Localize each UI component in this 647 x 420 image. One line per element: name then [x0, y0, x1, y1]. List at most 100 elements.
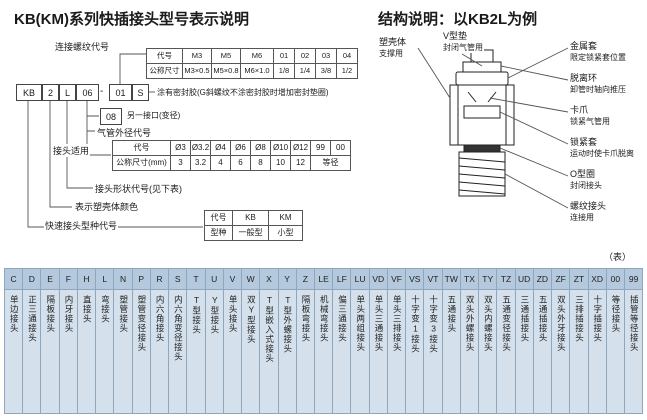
shape-code: VF [387, 269, 406, 290]
shape-body-cell: Y型接头 [205, 290, 223, 413]
shape-code: UD [515, 269, 533, 290]
shape-code: LF [333, 269, 351, 290]
part-label: O型圈 封闭接头 [570, 168, 646, 191]
shape-body-cell: 偏三通接头 [333, 290, 351, 413]
shape-body-cell: 直接头 [77, 290, 96, 413]
shape-body-cell: 三排插接头 [570, 290, 588, 413]
shape-name: 双头外螺接头 [465, 295, 476, 352]
thread-size-cell: M5×0.8 [212, 64, 241, 79]
thread-size-cell: M3×0.5 [183, 64, 212, 79]
shape-name: 隔板接头 [45, 295, 56, 333]
annotation-tube-od: 气管外径代号 [96, 126, 153, 139]
shape-name: 十字插接头 [592, 295, 603, 343]
left-section-title: KB(KM)系列快插接头型号表示说明 [14, 11, 249, 28]
shape-column: TZ 五通变径接头 [497, 269, 516, 413]
annotation-shape-code: 接头形状代号(见下表) [94, 182, 183, 195]
part-label: 螺纹接头 连接用 [570, 200, 646, 223]
shape-name: 五通变径接头 [501, 295, 512, 352]
shape-code: N [114, 269, 132, 290]
shape-body-cell: 塑管变径接头 [132, 290, 150, 413]
shape-code: Z [296, 269, 314, 290]
shape-name: 三通插接头 [519, 295, 530, 343]
shape-body-cell: 隔板接头 [41, 290, 59, 413]
tube-size-cell: 3.2 [191, 156, 211, 171]
elbow-fitting-drawing [449, 49, 515, 197]
shape-body-cell: 双头外牙接头 [552, 290, 570, 413]
shape-code: L [96, 269, 114, 290]
shape-name: 弯接头 [100, 295, 111, 324]
shape-name: 双Y型接头 [246, 295, 257, 344]
thread-size-cell: 1/2 [337, 64, 358, 79]
thread-size-cell: 3/8 [316, 64, 337, 79]
thread-code-cell: 04 [337, 49, 358, 64]
structure-leader-lines [417, 47, 569, 209]
structure-part-labels: 金属套 限定锁紧套位置 脱离环 卸管时轴向推压 卡爪 锁紧气管用 锁紧套 运动时… [570, 40, 646, 232]
tube-code-cell: Ø4 [211, 141, 231, 156]
thread-code-cell: 02 [295, 49, 316, 64]
shape-name: 等径接头 [611, 295, 622, 333]
shape-body-cell: 双头外螺接头 [460, 290, 479, 413]
model-code-segment-thread: 01 [109, 84, 132, 101]
part-name: O型圈 [570, 169, 596, 179]
shape-body-cell: 内牙接头 [59, 290, 77, 413]
shape-column: XD 十字插接头 [588, 269, 607, 413]
shape-name: T型外螺接头 [282, 295, 293, 354]
annotation-thread-code: 连接螺纹代号 [54, 40, 111, 53]
shape-name: 五通接头 [446, 295, 457, 333]
shape-name: 内牙接头 [63, 295, 74, 333]
shape-code: ZF [552, 269, 570, 290]
shape-body-cell: 双Y型接头 [242, 290, 260, 413]
part-desc: 封闭接头 [570, 181, 602, 190]
tube-size-cell: 10 [271, 156, 291, 171]
lock-sleeve-shape [463, 105, 501, 119]
shape-name: 十字变3接头 [428, 295, 439, 354]
shape-body-cell: 双头内螺接头 [479, 290, 497, 413]
tube-code-cell: Ø6 [231, 141, 251, 156]
tube-code-cell: 代号 [113, 141, 171, 156]
shape-code: 99 [624, 269, 643, 290]
part-desc: 连接用 [570, 213, 594, 222]
shape-body-cell: T型接头 [187, 290, 205, 413]
tube-size-cell: 8 [251, 156, 271, 171]
thread-code-cell: 01 [274, 49, 295, 64]
shape-name: 五通插接头 [538, 295, 549, 343]
shape-body-cell: 内六角变径接头 [169, 290, 187, 413]
shape-name: 十字变1接头 [410, 295, 421, 354]
part-desc: 封闭气管用 [443, 43, 483, 52]
tube-code-cell: 99 [311, 141, 331, 156]
shape-name: 三排插接头 [574, 295, 585, 343]
part-name: 塑壳体 [379, 37, 407, 47]
shape-code: T [187, 269, 205, 290]
right-section-title: 结构说明：以KB2L为例 [378, 11, 538, 28]
shape-body-cell: 五通接头 [442, 290, 460, 413]
shape-column: L 弯接头 [96, 269, 115, 413]
claw-shape [467, 91, 497, 103]
shape-column: P 塑管变径接头 [132, 269, 151, 413]
thread-size-cell: 1/8 [274, 64, 295, 79]
shape-column: TY 双头内螺接头 [479, 269, 498, 413]
thread-code-cell: 03 [316, 49, 337, 64]
shape-code: ZD [533, 269, 552, 290]
shape-name: 双头外牙接头 [556, 295, 567, 352]
part-desc: 锁紧气管用 [570, 117, 610, 126]
shape-body-cell: 单头三通接头 [369, 290, 387, 413]
shape-code: TX [460, 269, 479, 290]
shape-code: S [169, 269, 187, 290]
shape-name: Y型接头 [209, 295, 220, 335]
shape-name: 单头三排接头 [392, 295, 403, 352]
plastic-body-shape [449, 84, 515, 146]
shape-column: F 内牙接头 [59, 269, 78, 413]
shape-code: VT [424, 269, 442, 290]
shape-column: TW 五通接头 [442, 269, 461, 413]
part-desc: 运动时使卡爪脱离 [570, 149, 634, 158]
shape-body-cell: 五通插接头 [533, 290, 552, 413]
shape-code: P [132, 269, 150, 290]
shape-column: VF 单头三排接头 [387, 269, 407, 413]
shape-column: ZD 五通插接头 [533, 269, 553, 413]
series-code-cell: 代号 [205, 211, 233, 226]
shape-code: ZT [570, 269, 588, 290]
series-type-cell: 型种 [205, 226, 233, 241]
tube-size-cell: 12 [291, 156, 311, 171]
shape-column: VD 单头三通接头 [369, 269, 388, 413]
shape-column: W 双Y型接头 [242, 269, 261, 413]
